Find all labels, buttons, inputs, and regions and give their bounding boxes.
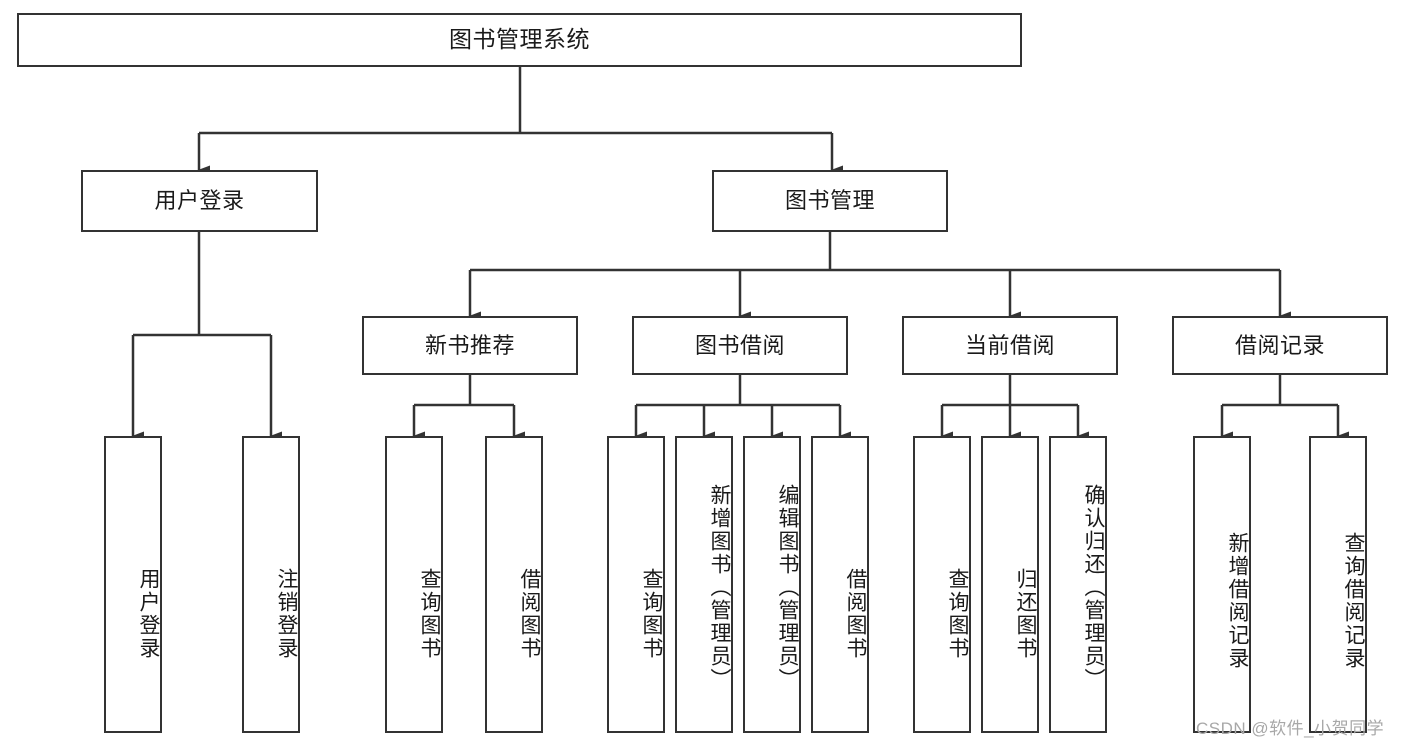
node-leaf-query-book-3[interactable]: 查询图书 bbox=[913, 436, 971, 733]
node-root-system[interactable]: 图书管理系统 bbox=[17, 13, 1022, 67]
node-label: 图书管理系统 bbox=[449, 26, 590, 53]
node-book-borrow[interactable]: 图书借阅 bbox=[632, 316, 848, 375]
node-leaf-query-record[interactable]: 查询借阅记录 bbox=[1309, 436, 1367, 733]
node-label: 注销登录 bbox=[275, 567, 298, 660]
node-label: 查询图书 bbox=[946, 567, 969, 660]
node-label: 归还图书 bbox=[1014, 567, 1037, 660]
node-label: 确认归还（管理员） bbox=[1082, 484, 1105, 691]
node-label: 查询图书 bbox=[640, 567, 663, 660]
node-leaf-borrow-book-2[interactable]: 借阅图书 bbox=[811, 436, 869, 733]
node-leaf-confirm-return[interactable]: 确认归还（管理员） bbox=[1049, 436, 1107, 733]
node-label: 用户登录 bbox=[154, 188, 245, 214]
node-leaf-return-book[interactable]: 归还图书 bbox=[981, 436, 1039, 733]
node-leaf-query-book-1[interactable]: 查询图书 bbox=[385, 436, 443, 733]
node-label: 图书借阅 bbox=[694, 332, 785, 358]
node-label: 借阅图书 bbox=[518, 567, 541, 660]
node-leaf-query-book-2[interactable]: 查询图书 bbox=[607, 436, 665, 733]
node-label: 当前借阅 bbox=[964, 332, 1055, 358]
node-label: 查询借阅记录 bbox=[1342, 531, 1365, 670]
node-leaf-user-logout[interactable]: 注销登录 bbox=[242, 436, 300, 733]
node-current-borrow[interactable]: 当前借阅 bbox=[902, 316, 1118, 375]
node-label: 借阅图书 bbox=[844, 567, 867, 660]
node-label: 新书推荐 bbox=[424, 332, 515, 358]
node-book-manage[interactable]: 图书管理 bbox=[712, 170, 948, 232]
node-label: 新增图书（管理员） bbox=[708, 484, 731, 691]
node-label: 用户登录 bbox=[137, 567, 160, 660]
node-leaf-borrow-book-1[interactable]: 借阅图书 bbox=[485, 436, 543, 733]
node-borrow-record[interactable]: 借阅记录 bbox=[1172, 316, 1388, 375]
node-user-login[interactable]: 用户登录 bbox=[81, 170, 318, 232]
node-label: 查询图书 bbox=[418, 567, 441, 660]
node-label: 借阅记录 bbox=[1234, 332, 1325, 358]
node-leaf-add-book[interactable]: 新增图书（管理员） bbox=[675, 436, 733, 733]
node-label: 图书管理 bbox=[784, 188, 875, 214]
csdn-watermark: CSDN @软件_小贺同学 bbox=[1196, 719, 1385, 738]
node-label: 编辑图书（管理员） bbox=[776, 484, 799, 691]
node-new-book-recommend[interactable]: 新书推荐 bbox=[362, 316, 578, 375]
node-leaf-edit-book[interactable]: 编辑图书（管理员） bbox=[743, 436, 801, 733]
node-leaf-add-record[interactable]: 新增借阅记录 bbox=[1193, 436, 1251, 733]
node-leaf-user-login[interactable]: 用户登录 bbox=[104, 436, 162, 733]
node-label: 新增借阅记录 bbox=[1226, 531, 1249, 670]
